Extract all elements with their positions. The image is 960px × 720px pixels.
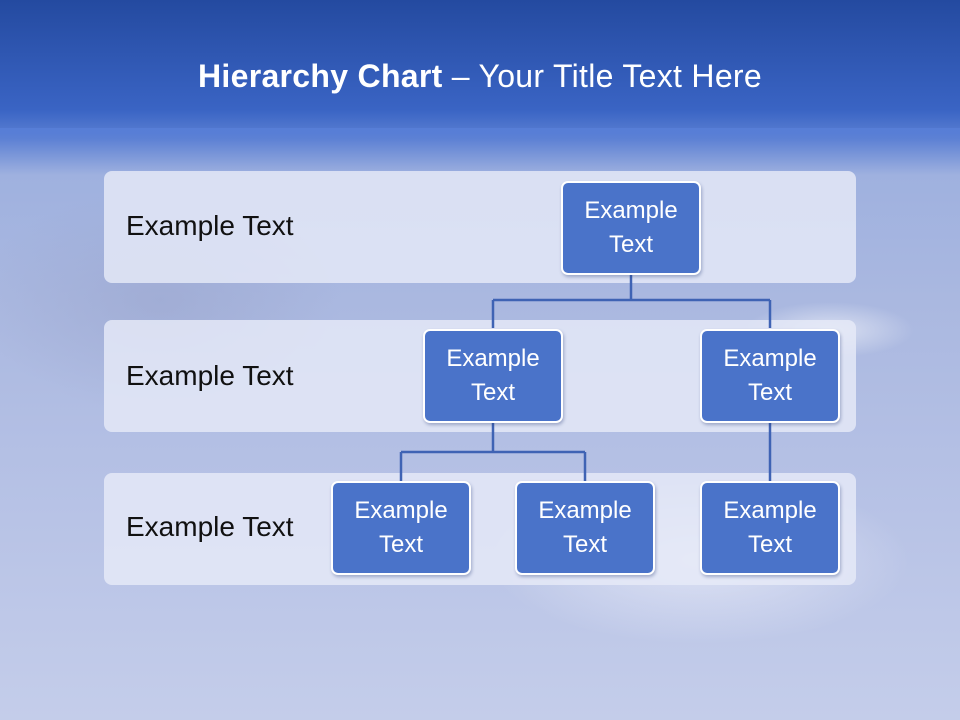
band-label-2: Example Text xyxy=(126,360,294,391)
slide-title: Hierarchy Chart – Your Title Text Here xyxy=(0,58,960,95)
node-level3-1-line1: Example xyxy=(354,497,448,524)
node-level3-3-line2: Text xyxy=(747,531,792,558)
node-level2-left-line1: Example xyxy=(446,345,540,372)
node-level3-2-line1: Example xyxy=(538,497,632,524)
node-level3-1[interactable]: Example Text xyxy=(331,481,471,575)
node-level3-3[interactable]: Example Text xyxy=(700,481,840,575)
node-level2-right-line1: Example xyxy=(723,345,817,372)
node-level2-left-line2: Text xyxy=(470,379,515,406)
node-level3-2-line2: Text xyxy=(562,531,607,558)
title-bold: Hierarchy Chart xyxy=(198,58,443,94)
node-level3-3-line1: Example xyxy=(723,497,817,524)
node-level2-left[interactable]: Example Text xyxy=(423,329,563,423)
node-level3-2[interactable]: Example Text xyxy=(515,481,655,575)
node-level2-right-line2: Text xyxy=(747,379,792,406)
title-rest: – Your Title Text Here xyxy=(442,58,762,94)
level-band-1 xyxy=(104,171,856,283)
band-label-1: Example Text xyxy=(126,210,294,241)
node-level3-1-line2: Text xyxy=(378,531,423,558)
node-root[interactable]: Example Text xyxy=(561,181,701,275)
node-root-line1: Example xyxy=(584,197,678,224)
band-label-3: Example Text xyxy=(126,511,294,542)
node-level2-right[interactable]: Example Text xyxy=(700,329,840,423)
node-root-line2: Text xyxy=(608,231,653,258)
title-banner-edge xyxy=(0,128,960,142)
